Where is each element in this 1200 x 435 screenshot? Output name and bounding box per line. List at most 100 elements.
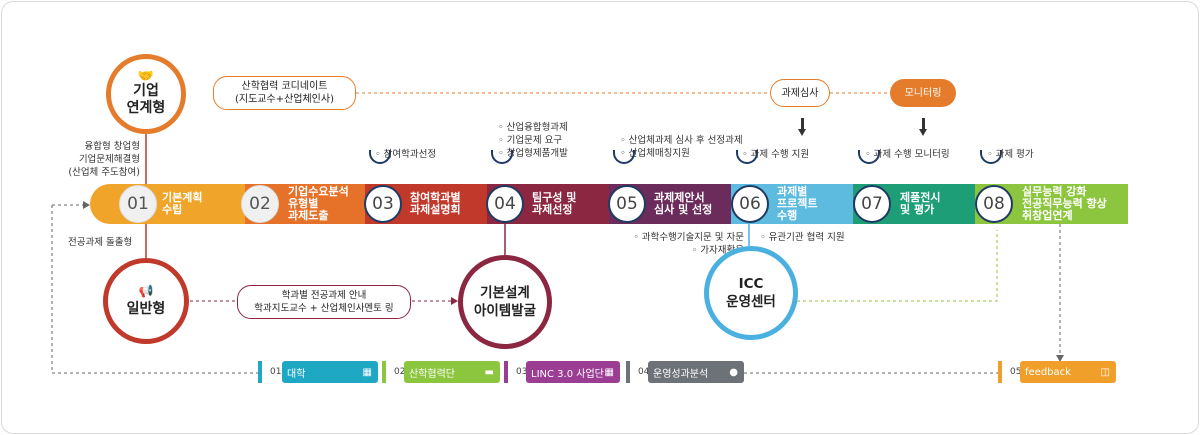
calendar-icon: ▦ [362,366,372,378]
below-note-06: ◦ 유관기관 협력 지원 [760,231,845,244]
stage-03-line-2: 과제설명회 [410,203,461,216]
company-type-title-2: 연계형 [126,100,166,116]
stage-02-line-1: 기업수요분석 [288,185,349,198]
tag-number-04: 04 [626,361,650,383]
stage-06-line-2: 프로젝트 [777,197,818,210]
general-guide-pill: 학과별 전공과제 안내 학과지도교수 + 산업체인사멘토 링 [237,285,411,319]
icc-circle: ICC 운영센터 [704,246,798,340]
company-type-circle: 🤝 기업 연계형 [106,54,186,134]
stage-03-line-1: 참여학과별 [410,191,461,204]
stage-number-07: 07 [853,185,891,223]
company-type-title-1: 기업 [133,83,159,99]
stage-number-08: 08 [975,185,1013,223]
stage-06-line-3: 수행 [777,209,798,222]
stage-label-04: 팀구성 및 과제선정 [532,192,576,216]
coordination-line-1: 산학협력 코디네이트 [241,81,328,92]
monitoring-arrow-icon [919,129,927,136]
icc-line-2: 운영센터 [726,294,776,310]
stage-02-line-2: 유형별 [288,197,319,210]
note-07-line-1: ◦ 과제 수행 모니터링 [865,149,950,160]
stage-label-06: 과제별 프로젝트 수행 [777,186,817,222]
note-04-line-1: ◦ 산업융합형과제 [498,122,568,133]
tag-feedback[interactable]: feedback ◫ [1020,361,1116,383]
stage-number-01: 01 [119,185,157,223]
handshake-icon: 🤝 [137,69,155,84]
stage-06-line-1: 과제별 [777,185,808,198]
stage-label-01: 기본계획 수립 [162,192,202,216]
notch-07 [858,150,880,164]
above-note-07: ◦ 과제 수행 모니터링 [865,148,950,161]
stage-08-line-3: 취창업연계 [1022,209,1073,222]
tag-industry-label: 산학협력단 [409,368,455,380]
stage-07-line-2: 및 평가 [900,203,935,216]
note-06-line-1: ◦ 과제 수행 지원 [742,149,810,160]
above-note-04: ◦ 산업융합형과제 ◦ 기업문제 요구 ◦ 창업형제품개발 [498,121,568,160]
note-08-line-1: ◦ 과제 평가 [987,149,1034,160]
megaphone-icon: 📢 [138,284,154,298]
stage-number-03: 03 [364,185,402,223]
notch-06 [736,150,758,164]
group-icon: ● [729,366,738,378]
coordination-pill: 산학협력 코디네이트 (지도교수+산업체인사) [213,76,356,110]
tag-industry-cooperation[interactable]: 산학협력단 ▬ [404,361,500,383]
below-05-line-2: ◦ 가자재활용 [691,245,744,256]
stage-08-line-1: 실무능력 강화 [1022,185,1087,198]
stage-05-line-1: 과제제안서 [654,191,705,204]
stage-07-line-1: 제품전시 [900,191,941,204]
design-item-circle: 기본설계 아이템발굴 [458,255,552,349]
notch-08 [980,150,1002,164]
tag-linc-label: LINC 3.0 사업단 [531,368,604,380]
above-note-08: ◦ 과제 평가 [987,148,1034,161]
note-03-line-1: ◦ 참여학과선정 [375,149,437,160]
stage-label-08: 실무능력 강화 전공직무능력 향상 취창업연계 [1022,186,1107,222]
stage-04-line-2: 과제선정 [532,203,573,216]
review-arrow-stem [801,118,804,130]
above-note-06: ◦ 과제 수행 지원 [742,148,809,161]
tag-number-05: 05 [998,361,1022,383]
review-label: 과제심사 [781,87,819,99]
coordination-line-2: (지도교수+산업체인사) [235,94,334,105]
stage-02-line-3: 과제도출 [288,209,329,222]
tag-number-03: 03 [504,361,528,383]
general-type-note: 전공과제 돌출형 [68,237,133,248]
general-type-circle: 📢 일반형 [103,258,189,344]
notch-05 [613,150,635,164]
tag-performance-analysis[interactable]: 운영성과분석 ● [648,361,744,383]
tag-feedback-label: feedback [1025,366,1071,378]
stage-label-03: 참여학과별 과제설명회 [410,192,461,216]
note-05-line-1: ◦ 산업체과제 심사 후 선정과제 [620,135,743,146]
tag-performance-label: 운영성과분석 [653,368,709,380]
below-06-line-1: ◦ 유관기관 협력 지원 [760,232,845,243]
stage-number-06: 06 [731,185,769,223]
company-type-notes: 융합형 창업형 기업문제해결형 (산업체 주도참여) [60,140,140,179]
stage-01-line-1: 기본계획 [162,191,203,204]
note-05-line-2: ◦ 산업체매칭지원 [620,148,690,159]
review-pill: 과제심사 [770,79,830,107]
notch-03 [369,150,391,164]
tag-university[interactable]: 대학 ▦ [282,361,378,383]
tag-linc[interactable]: LINC 3.0 사업단 ▦ [526,361,620,383]
stage-08-line-2: 전공직무능력 향상 [1022,197,1107,210]
note-04-line-2: ◦ 기업문제 요구 [498,135,563,146]
track-segment-1 [90,184,245,224]
stage-number-04: 04 [486,185,524,223]
design-item-line-2: 아이템발굴 [473,303,537,319]
stage-number-02: 02 [241,185,279,223]
monitoring-arrow-stem [922,118,925,130]
stage-label-07: 제품전시 및 평가 [900,192,940,216]
tag-university-label: 대학 [287,368,306,380]
design-item-line-1: 기본설계 [480,285,530,301]
below-05-line-1: ◦ 과학수행기술지문 및 자문 [633,232,744,243]
icc-line-1: ICC [738,276,764,292]
company-note-1: 융합형 창업형 [84,141,140,152]
monitoring-label: 모니터링 [904,87,942,99]
chat-icon: ◫ [1100,366,1110,378]
general-type-title: 일반형 [126,301,166,317]
company-note-3: (산업체 주도참여) [68,167,140,178]
company-note-2: 기업문제해결형 [78,154,140,165]
stage-04-line-1: 팀구성 및 [532,191,577,204]
bus-icon: ▬ [484,366,494,378]
below-note-05: ◦ 과학수행기술지문 및 자문 ◦ 가자재활용 [600,231,744,257]
above-note-03: ◦ 참여학과선정 [375,148,436,161]
stage-label-05: 과제제안서 심사 및 선정 [654,192,712,216]
